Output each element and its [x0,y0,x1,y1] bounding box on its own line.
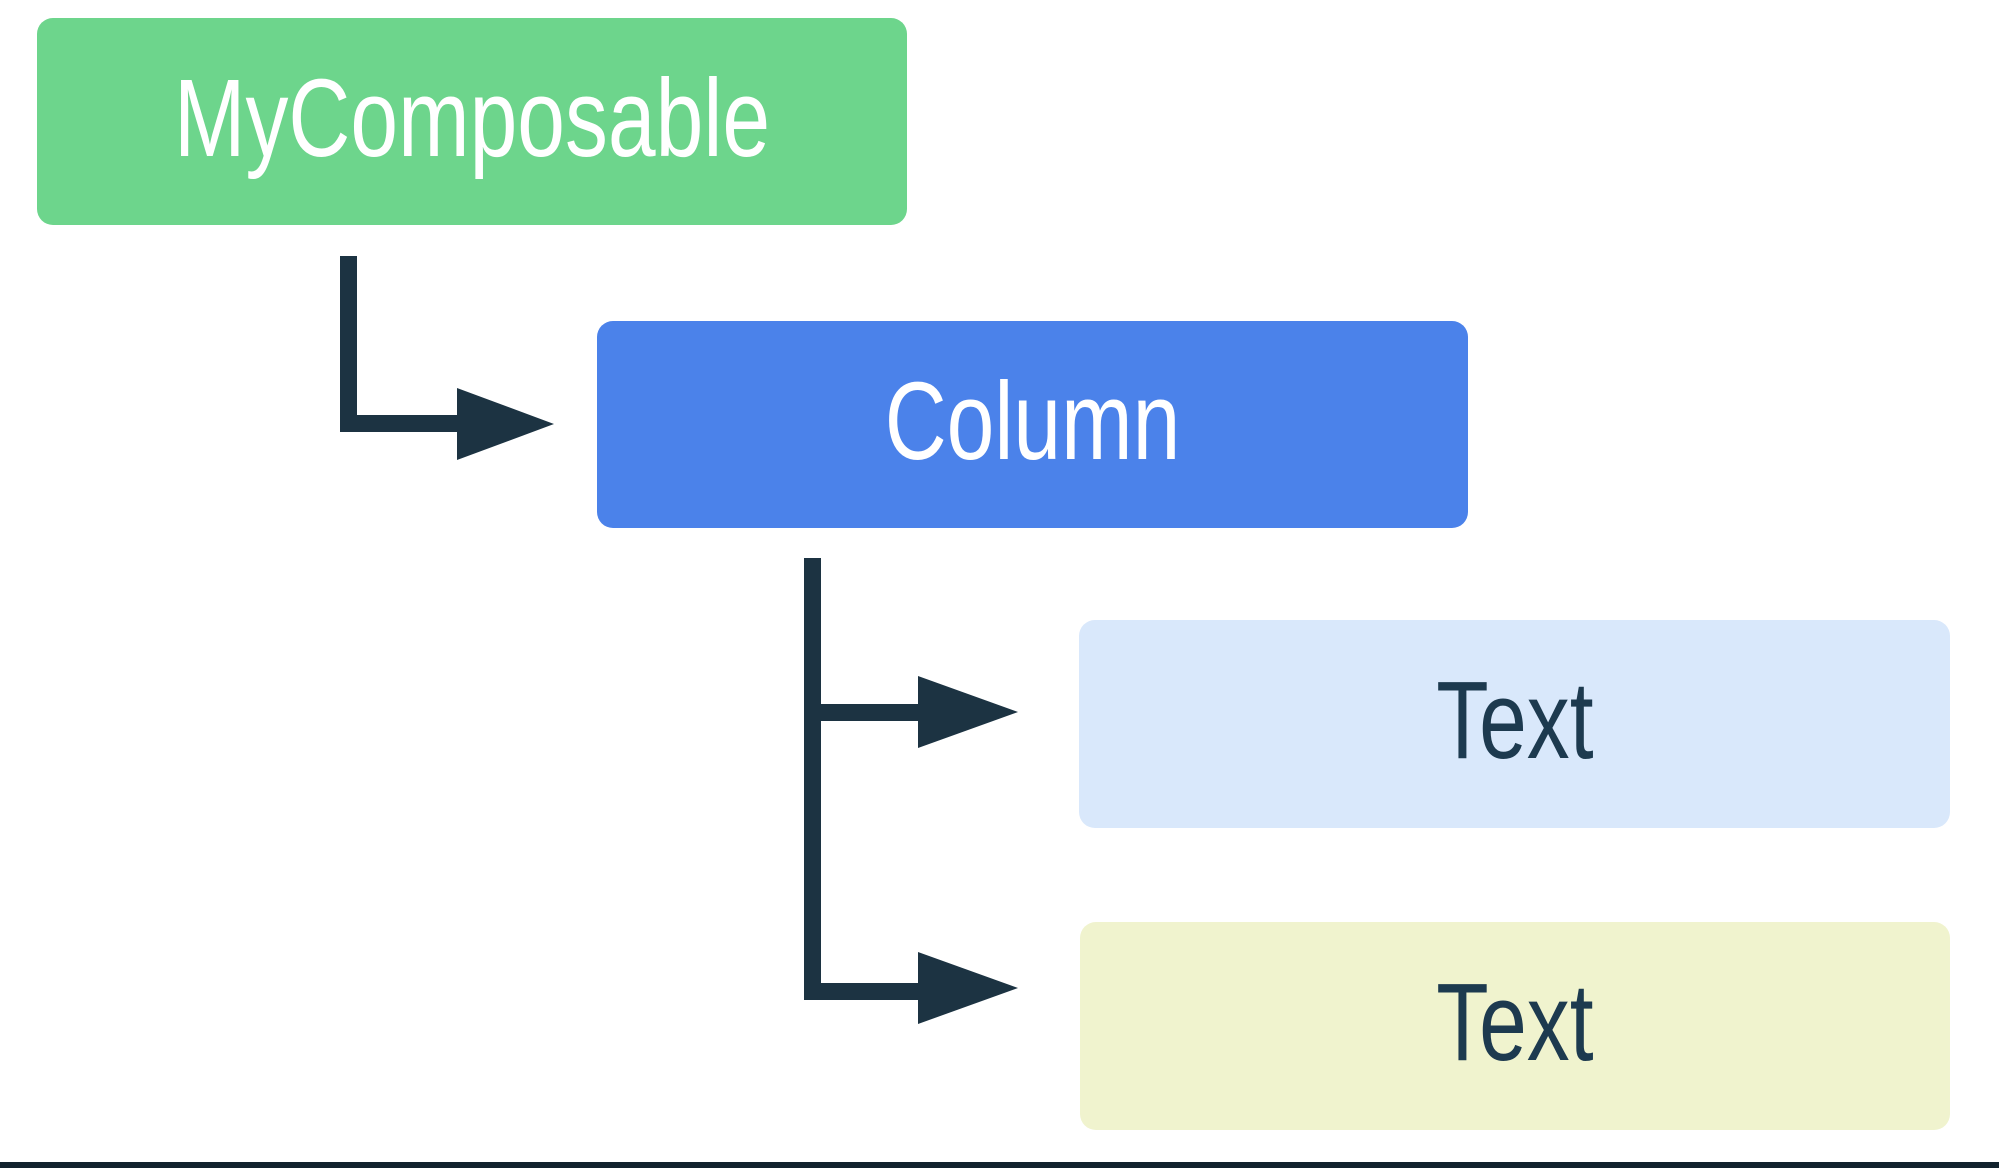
node-column-label: Column [884,359,1181,483]
arrowhead-icon [918,676,1018,748]
node-text-second: Text [1080,922,1950,1130]
node-mycomposable-label: MyComposable [173,56,771,180]
node-text-first-label: Text [1435,659,1594,782]
bottom-border-line [0,1162,1999,1168]
node-text-first: Text [1079,620,1950,828]
connector-column-text2-horizontal-bar [804,983,919,1000]
node-mycomposable: MyComposable [37,18,907,225]
arrowhead-icon [457,388,554,460]
connector-column-text1-horizontal-bar [804,704,919,721]
connector-root-column-vertical-bar [340,256,357,432]
node-text-second-label: Text [1436,961,1594,1084]
connector-column-children-vertical-bar [804,558,821,1000]
node-column: Column [597,321,1468,528]
arrowhead-icon [918,952,1018,1024]
connector-root-column-horizontal-bar [340,415,458,432]
